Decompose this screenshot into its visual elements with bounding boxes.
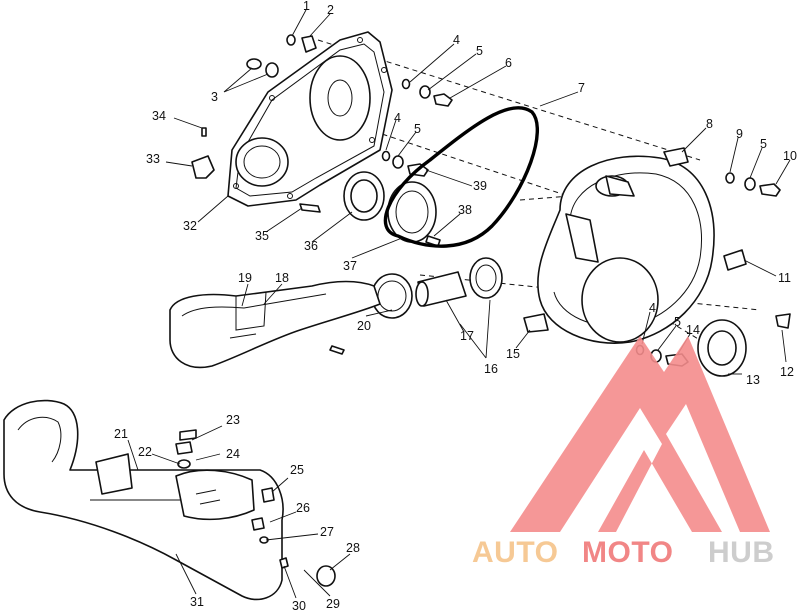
callout-36: 36	[304, 239, 318, 253]
callout-12: 12	[780, 365, 794, 379]
callout-38: 38	[458, 203, 472, 217]
callout-7: 7	[578, 81, 585, 95]
callout-16: 16	[484, 362, 498, 376]
callout-5: 5	[476, 44, 483, 58]
callout-15: 15	[506, 347, 520, 361]
outer-clutch-cover-8	[523, 147, 715, 344]
callout-30: 30	[292, 599, 306, 613]
callout-25: 25	[290, 463, 304, 477]
callout-23: 23	[226, 413, 240, 427]
callout-29: 29	[326, 597, 340, 611]
drive-belt-7	[383, 106, 539, 248]
callout-20: 20	[357, 319, 371, 333]
bushing-parts	[246, 34, 317, 78]
watermark-hub: HUB	[708, 536, 775, 569]
callout-26: 26	[296, 501, 310, 515]
callout-2: 2	[327, 3, 334, 17]
callout-4: 4	[394, 111, 401, 125]
callout-37: 37	[343, 259, 357, 273]
callout-22: 22	[138, 445, 152, 459]
callout-24: 24	[226, 447, 240, 461]
air-intake-duct	[169, 257, 503, 369]
inner-cover-32	[227, 31, 393, 207]
washers-bolt-right	[725, 172, 781, 197]
watermark-logo: AUTO MOTO HUB	[472, 336, 775, 569]
watermark-moto: MOTO	[582, 536, 673, 569]
callout-17: 17	[460, 329, 474, 343]
callout-9: 9	[736, 127, 743, 141]
callout-4: 4	[453, 33, 460, 47]
callout-labels: 1 2 3 4 5 6 7 8 9 5 10 4 5 34 33 39 32 3…	[114, 0, 797, 613]
callout-13: 13	[746, 373, 760, 387]
callout-28: 28	[346, 541, 360, 555]
callout-1: 1	[303, 0, 310, 13]
callout-6: 6	[505, 56, 512, 70]
callout-4: 4	[649, 301, 656, 315]
callout-18: 18	[275, 271, 289, 285]
callout-14: 14	[686, 323, 700, 337]
callout-27: 27	[320, 525, 334, 539]
callout-32: 32	[183, 219, 197, 233]
callout-19: 19	[238, 271, 252, 285]
callout-5: 5	[760, 137, 767, 151]
callout-33: 33	[146, 152, 160, 166]
callout-3: 3	[211, 90, 218, 104]
seal-and-plate	[343, 171, 441, 247]
callout-10: 10	[783, 149, 797, 163]
lower-duct-31	[3, 399, 336, 601]
watermark-auto: AUTO	[472, 536, 558, 569]
clips-11-12	[723, 249, 791, 329]
callout-34: 34	[152, 109, 166, 123]
callout-31: 31	[190, 595, 204, 609]
callout-8: 8	[706, 117, 713, 131]
callout-39: 39	[473, 179, 487, 193]
callout-35: 35	[255, 229, 269, 243]
callout-5: 5	[674, 315, 681, 329]
callout-21: 21	[114, 427, 128, 441]
callout-5: 5	[414, 122, 421, 136]
logo-mark-icon	[510, 336, 770, 532]
callout-11: 11	[778, 271, 791, 285]
